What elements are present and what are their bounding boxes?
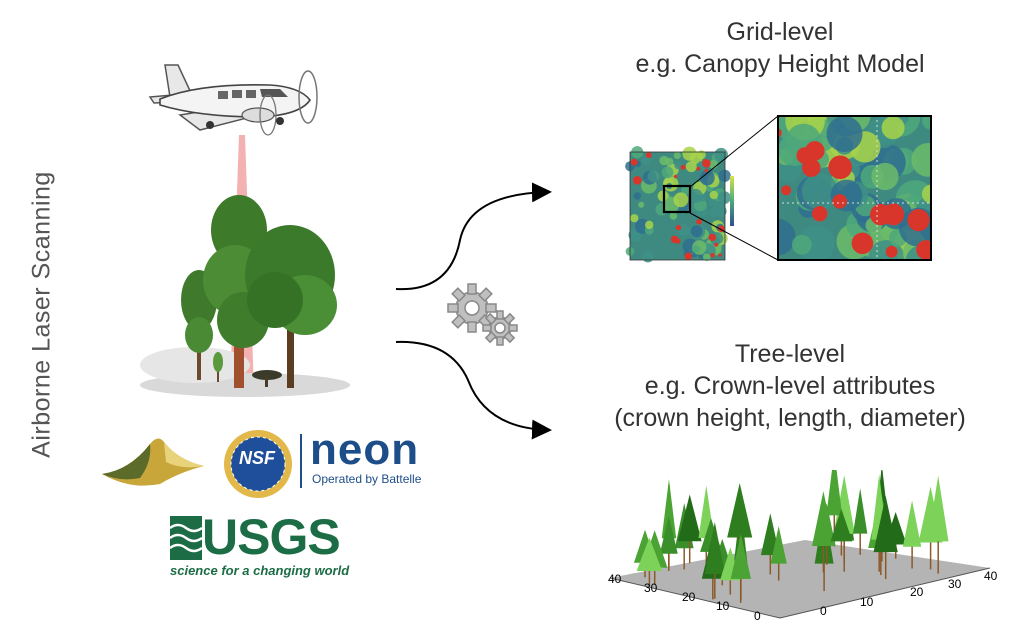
chm-map <box>612 138 742 270</box>
nsf-seal-logo <box>224 430 292 498</box>
grid-level-title: Grid-level <box>726 18 834 46</box>
airplane-icon <box>148 64 318 136</box>
arrow-to-grid-icon <box>395 182 552 291</box>
forest-illustration <box>140 195 350 397</box>
side-title: Airborne Laser Scanning <box>27 171 56 458</box>
neon-logo-text: neon <box>310 425 420 474</box>
usgs-logo-text: USGS <box>202 509 341 565</box>
process-arrows <box>395 182 552 440</box>
zoom-box <box>662 184 692 214</box>
usgs-subtitle: science for a changing world <box>170 563 350 578</box>
neon-subtitle: Operated by Battelle <box>312 472 422 486</box>
tree-level-title: Tree-level <box>734 340 846 368</box>
axis-left-tick: 0 <box>754 609 761 623</box>
chm-zoom-map <box>777 115 932 261</box>
terrain-logo <box>102 438 204 486</box>
axis-left-tick: 10 <box>716 599 730 613</box>
tree-level-heading: Tree-level e.g. Crown-level attributes (… <box>560 338 1020 434</box>
tree-level-subtitle: e.g. Crown-level attributes <box>644 372 936 400</box>
grid-level-subtitle: e.g. Canopy Height Model <box>635 50 925 78</box>
usgs-wave-icon <box>170 516 202 560</box>
axis-left-tick: 30 <box>644 581 658 595</box>
axis-right-tick: 10 <box>860 595 874 609</box>
grid-level-heading: Grid-level e.g. Canopy Height Model <box>560 16 1000 80</box>
axis-right-tick: 0 <box>820 604 827 618</box>
zoom-connector <box>689 115 779 261</box>
axis-left-tick: 20 <box>682 590 696 604</box>
gear-icon <box>447 283 518 346</box>
tree-3d-plot: 40 30 20 10 0 0 10 20 30 40 <box>608 470 998 623</box>
axis-right-tick: 40 <box>984 569 998 583</box>
axis-right-tick: 30 <box>948 577 962 591</box>
tree-level-attributes: (crown height, length, diameter) <box>614 404 966 432</box>
axis-left-tick: 40 <box>608 572 622 586</box>
logo-divider <box>300 434 302 488</box>
nsf-seal-text: NSF <box>239 448 275 468</box>
axis-right-tick: 20 <box>910 585 924 599</box>
arrow-to-tree-icon <box>395 340 552 440</box>
